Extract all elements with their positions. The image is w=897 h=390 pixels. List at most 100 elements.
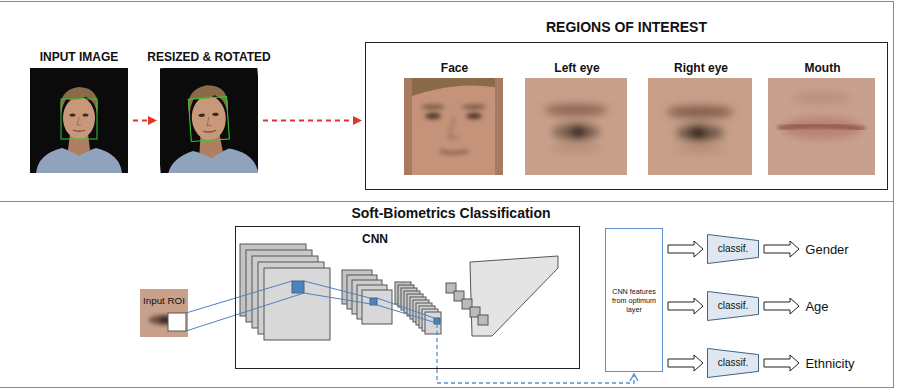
- block-arrow: [668, 298, 703, 314]
- right-eye-crop: [648, 78, 752, 175]
- input-roi: Input ROI: [138, 289, 190, 337]
- photo-panel: INPUT IMAGE: [30, 68, 128, 173]
- face-crop-part-part: [449, 118, 459, 138]
- cnn-layers-part: [264, 268, 330, 340]
- photo-panel: RESIZED & ROTATED: [160, 68, 258, 173]
- output-label: Age: [803, 297, 831, 315]
- left-eye-crop-part: [544, 104, 608, 152]
- left-eye-crop-part-part: [550, 144, 602, 152]
- node-text: classif.: [718, 243, 749, 256]
- input-roi-image-part: [168, 313, 186, 331]
- block-arrow: [764, 298, 799, 314]
- cnn-box: CNN: [235, 226, 580, 369]
- frame-lines-part: [0, 201, 894, 202]
- node-text: classif.: [718, 357, 749, 370]
- cnn-layers-part: [470, 256, 558, 336]
- dashed-line: [133, 120, 149, 122]
- hollow-arrow: [668, 241, 703, 257]
- mouth-crop-part-part: [792, 92, 852, 104]
- heading-text: INPUT IMAGE: [40, 50, 119, 64]
- rotated-photo: [160, 68, 258, 173]
- mouth-crop-part: [782, 92, 862, 139]
- face-crop-part: [495, 78, 503, 175]
- face-crop: [404, 78, 503, 175]
- projection-lines-part: [304, 293, 377, 305]
- face-crop-part-part: [425, 113, 441, 119]
- face-crop-part-part: [440, 151, 468, 153]
- right-eye-crop-part: [666, 106, 734, 153]
- face-crop-part-part: [466, 113, 482, 119]
- face-crop-part-part: [462, 105, 486, 110]
- heading-text: Right eye: [674, 61, 728, 75]
- heading-text: RESIZED & ROTATED: [147, 50, 271, 64]
- rotated-photo-part-part: [160, 68, 258, 173]
- right-eye-crop-part: [648, 78, 752, 175]
- heading-text: REGIONS OF INTEREST: [546, 19, 707, 35]
- cnn-layers-part: [478, 315, 488, 325]
- input-photo-part: [30, 68, 128, 173]
- mouth-crop: [768, 78, 875, 175]
- output-label: Gender: [803, 240, 851, 258]
- frame-lines-part: [893, 2, 894, 388]
- classifier-trapezoid: classif.: [707, 348, 759, 378]
- dashed-arrow: [133, 116, 157, 125]
- dashed-arrow: [263, 116, 362, 125]
- mouth-crop-part-part: [778, 126, 865, 129]
- projection-lines: [186, 281, 440, 369]
- face-crop-part: [404, 78, 412, 175]
- node-text: classif.: [718, 300, 749, 313]
- face-crop-part: [404, 78, 503, 175]
- left-eye-crop-part-part: [569, 125, 587, 139]
- left-eye-crop: [525, 78, 627, 175]
- roi-panel: REGIONS OF INTERESTFaceLeft eyeRight eye…: [365, 42, 888, 190]
- cnn-layers-part: [292, 281, 304, 293]
- block-arrow: [668, 241, 703, 257]
- heading-text: Mouth: [805, 61, 841, 75]
- roi-crop: Right eye: [649, 79, 753, 176]
- heading-text: Left eye: [554, 61, 599, 75]
- projection-lines-part: [436, 324, 437, 369]
- arrow-head: [630, 374, 638, 381]
- block-arrow: [764, 241, 799, 257]
- projection-lines-part: [304, 281, 370, 298]
- node-text: Age: [805, 299, 828, 314]
- left-eye-crop-part: [525, 78, 627, 175]
- section-title: Soft-Biometrics Classification: [351, 205, 550, 221]
- node-text: CNN features from optimum layer: [606, 287, 662, 314]
- node-text: Ethnicity: [805, 356, 854, 371]
- node-text: Gender: [805, 242, 848, 257]
- hollow-arrow: [668, 355, 703, 371]
- projection-lines-part: [186, 281, 292, 313]
- hollow-arrow: [764, 241, 799, 257]
- right-eye-crop-part-part: [674, 145, 726, 153]
- hollow-arrow: [668, 298, 703, 314]
- classifier-trapezoid: classif.: [707, 234, 759, 264]
- cnn-layers: [240, 244, 558, 340]
- node-text: Input ROI: [138, 289, 190, 306]
- frame-lines-part: [0, 387, 894, 388]
- right-eye-crop-part-part: [666, 106, 734, 118]
- projection-lines-part: [377, 305, 440, 324]
- roi-crop: Mouth: [769, 79, 876, 176]
- roi-crop: Left eye: [526, 79, 628, 176]
- left-eye-crop-part-part: [544, 104, 608, 116]
- trapezoid-shape: [708, 235, 759, 264]
- arrow-head: [148, 116, 157, 125]
- hollow-arrow: [764, 298, 799, 314]
- heading-text: Face: [441, 61, 468, 75]
- left-eye-crop-part-part: [552, 124, 600, 140]
- mouth-crop-part: [778, 126, 865, 129]
- right-eye-crop-part-part: [676, 125, 724, 141]
- right-eye-crop-part-part: [689, 126, 707, 140]
- projection-lines-part: [186, 293, 304, 331]
- cnn-layers-part: [362, 290, 392, 324]
- node-text: CNN: [236, 227, 579, 246]
- output-label: Ethnicity: [803, 354, 857, 372]
- trapezoid-shape: [708, 292, 759, 321]
- block-arrow: [764, 355, 799, 371]
- arrow-head: [353, 116, 362, 125]
- block-arrow: [668, 355, 703, 371]
